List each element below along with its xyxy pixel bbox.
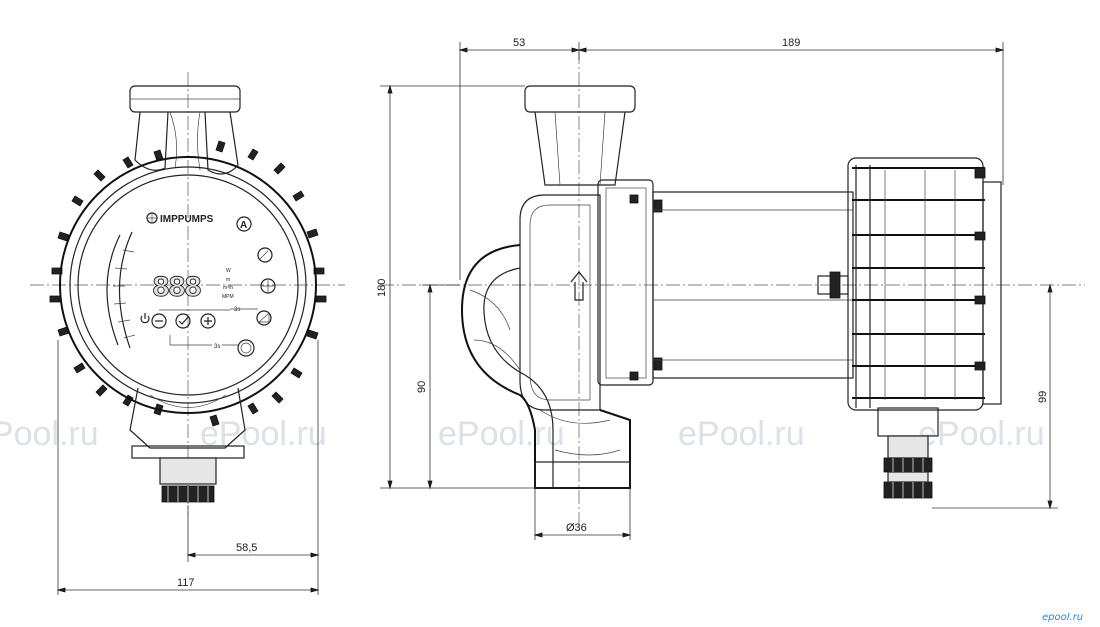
bolt-ring [49, 140, 327, 427]
front-dimensions: 58,5 117 [56, 340, 320, 595]
motor-housing [652, 191, 854, 379]
dim-right-height: 99 [1037, 391, 1049, 403]
watermark-3: ePool.ru [438, 415, 565, 453]
dim-port-diameter: Ø36 [566, 522, 587, 534]
side-top-flange [524, 85, 636, 113]
mode-a-label: A [240, 220, 247, 231]
power-icon[interactable] [140, 313, 150, 324]
minus-button[interactable] [151, 313, 167, 329]
unit-label-w: W [226, 268, 231, 274]
dim-overall-width: 117 [177, 577, 195, 589]
side-gland-nut-2 [883, 481, 933, 499]
curve-mode-icon-3[interactable] [256, 310, 272, 326]
dim-overall-height: 180 [376, 279, 388, 297]
plus-button[interactable] [200, 313, 216, 329]
dim-top-right: 189 [782, 37, 800, 49]
hold-label-1: 3s [234, 307, 240, 313]
control-face [77, 174, 299, 396]
electronics-cover [982, 181, 1002, 405]
front-view: IMPPUMPS A 888 W m m³/h MPM 3s [30, 72, 345, 515]
curve-mode-icon-2[interactable] [260, 278, 276, 294]
watermarks: ePool.ru ePool.ru ePool.ru ePool.ru ePoo… [0, 415, 1045, 453]
dim-top-left: 53 [513, 37, 525, 49]
curve-mode-icon-1[interactable] [257, 247, 273, 263]
led-display: 888 [152, 272, 201, 306]
watermark-2: ePool.ru [200, 415, 327, 453]
side-view [380, 50, 1085, 530]
check-button[interactable] [175, 313, 191, 329]
site-logo[interactable]: epool.ru [1042, 612, 1083, 623]
dim-axis-height: 90 [416, 381, 428, 393]
brand-name: IMPPUMPS [160, 214, 214, 225]
brand-logo: IMPPUMPS [146, 212, 214, 225]
side-dimensions: 53 189 180 90 99 Ø36 [376, 37, 1058, 540]
side-bottom-flange [534, 461, 631, 489]
mode-a-button[interactable]: A [236, 216, 252, 232]
watermark-1: ePool.ru [0, 415, 99, 453]
side-cable-gland [887, 435, 929, 459]
watermark-4: ePool.ru [678, 415, 805, 453]
watermark-5: ePool.ru [918, 415, 1045, 453]
front-outer-ring [59, 156, 317, 414]
hold-label-2: 3s [214, 344, 220, 350]
unit-label-mpm: MPM [222, 294, 234, 300]
unit-labels: W m m³/h MPM 3s 3s [214, 268, 240, 350]
front-cable-gland [159, 457, 217, 485]
heatsink [847, 157, 1002, 411]
hold-button[interactable] [237, 339, 255, 357]
dim-half-width: 58,5 [236, 542, 257, 554]
side-gland-nut-1 [883, 457, 933, 473]
unit-label-m: m [226, 277, 230, 283]
unit-label-flow: m³/h [223, 285, 233, 291]
